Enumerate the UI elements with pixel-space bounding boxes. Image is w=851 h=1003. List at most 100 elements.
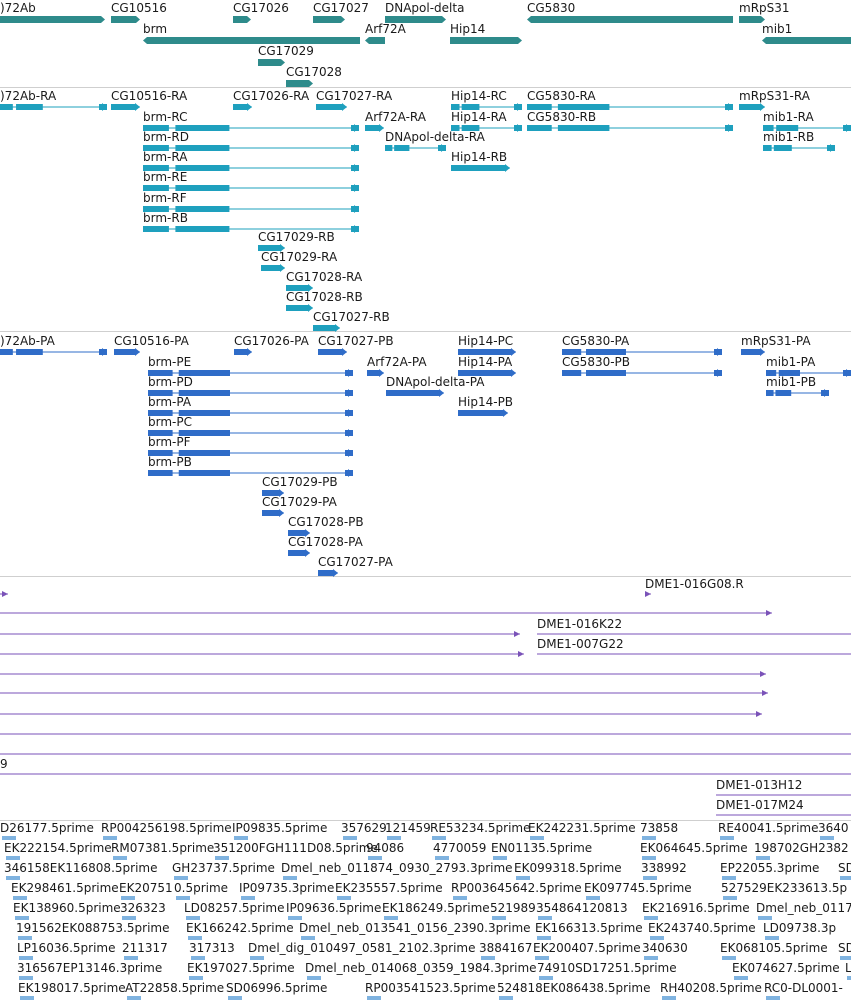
gene-dnapol-delta[interactable]: DNApol-delta xyxy=(385,1,464,23)
gene-cg10516[interactable]: CG10516 xyxy=(111,1,167,23)
clone-feature[interactable] xyxy=(0,610,772,616)
transcript-feature[interactable]: Arf72A-RA xyxy=(365,110,427,132)
protein-feature[interactable]: CG5830-PB xyxy=(562,355,722,377)
gene-cg17029[interactable]: CG17029 xyxy=(258,44,314,66)
est-feature[interactable]: 4770059 xyxy=(433,841,486,860)
clone-feature[interactable]: DME1-007G22 xyxy=(537,637,851,655)
est-feature[interactable]: EK166242.5prime xyxy=(186,921,294,940)
est-feature[interactable]: EK242231.5prime xyxy=(528,821,636,840)
clone-feature[interactable] xyxy=(0,690,768,696)
protein-feature[interactable]: CG17029-PB xyxy=(262,475,338,497)
transcript-feature[interactable]: Hip14-RB xyxy=(451,150,510,172)
est-feature[interactable]: 3640 xyxy=(818,821,849,840)
protein-feature[interactable]: brm-PA xyxy=(148,395,353,417)
transcript-feature[interactable]: CG17029-RB xyxy=(258,230,335,252)
transcript-feature[interactable]: CG5830-RB xyxy=(527,110,733,132)
transcript-feature[interactable]: DNApol-delta-RA xyxy=(385,130,486,152)
gene-cg17026[interactable]: CG17026 xyxy=(233,1,289,23)
protein-feature[interactable]: brm-PE xyxy=(148,355,353,377)
clone-feature[interactable] xyxy=(0,671,766,677)
gene-cg17027[interactable]: CG17027 xyxy=(313,1,369,23)
protein-feature[interactable]: brm-PB xyxy=(148,455,353,477)
clone-feature[interactable] xyxy=(0,711,762,717)
transcript-feature[interactable]: Hip14-RA xyxy=(451,110,522,132)
est-feature[interactable]: 521989 xyxy=(490,901,536,920)
est-feature[interactable]: 351200FGH111D08.5prime xyxy=(213,841,378,860)
est-feature[interactable]: EK216916.5prime xyxy=(642,901,750,920)
est-feature[interactable]: SD06996.5prime xyxy=(226,981,327,1000)
gene-glyph[interactable] xyxy=(313,16,345,23)
est-feature[interactable]: EK198017.5prime xyxy=(18,981,126,1000)
est-feature[interactable]: 3884167 xyxy=(479,941,532,960)
est-feature[interactable]: EK166313.5prime xyxy=(535,921,643,940)
transcript-feature[interactable]: CG17029-RA xyxy=(261,250,338,272)
est-feature[interactable]: RP003541523.5prime xyxy=(365,981,496,1000)
gene-glyph[interactable] xyxy=(143,37,360,44)
gene-glyph[interactable] xyxy=(111,16,140,23)
transcript-feature[interactable]: brm-RB xyxy=(143,211,359,233)
gene-glyph[interactable] xyxy=(739,16,765,23)
protein-feature[interactable]: CG10516-PA xyxy=(114,334,190,356)
protein-feature[interactable]: CG17028-PB xyxy=(288,515,364,537)
est-feature[interactable]: RE40041.5prime xyxy=(718,821,819,840)
est-feature[interactable]: RP003645642.5prime xyxy=(451,881,582,900)
est-feature[interactable]: 316567EP13146.3prime xyxy=(17,961,162,980)
est-feature[interactable]: EK222154.5prime xyxy=(4,841,112,860)
clone-feature[interactable]: DME1-013H12 xyxy=(716,778,851,796)
est-feature[interactable]: RH40208.5prime xyxy=(660,981,762,1000)
est-feature[interactable]: EK298461.5prime xyxy=(11,881,119,900)
est-feature[interactable]: EK097745.5prime xyxy=(584,881,692,900)
est-feature[interactable]: EK235557.5prime xyxy=(335,881,443,900)
est-feature[interactable]: Dmel_neb_0117 xyxy=(756,901,851,920)
protein-feature[interactable]: CG17027-PA xyxy=(318,555,394,577)
transcript-feature[interactable]: CG17028-RB xyxy=(286,290,363,312)
transcript-feature[interactable]: CG17028-RA xyxy=(286,270,363,292)
gene-glyph[interactable] xyxy=(385,16,446,23)
est-feature[interactable]: EK064645.5prime xyxy=(640,841,748,860)
est-feature[interactable]: Dmel_neb_011874_0930_2793.3prime xyxy=(281,861,513,880)
est-feature[interactable]: GH23737.5prime xyxy=(172,861,275,880)
transcript-feature[interactable]: CG17027-RB xyxy=(313,310,390,332)
est-feature[interactable]: Dmel_dig_010497_0581_2102.3prime xyxy=(248,941,476,960)
est-feature[interactable]: 317313 xyxy=(189,941,235,960)
gene-mib1[interactable]: mib1 xyxy=(762,22,851,44)
est-feature[interactable]: LP16036.5prime xyxy=(17,941,116,960)
est-feature[interactable]: 121459 xyxy=(385,821,431,840)
est-feature[interactable]: 191562EK088753.5prime xyxy=(16,921,169,940)
est-feature[interactable]: RE53234.5prime xyxy=(430,821,531,840)
est-feature[interactable]: 340630 xyxy=(642,941,688,960)
est-feature[interactable]: EK074627.5prime xyxy=(732,961,840,980)
transcript-feature[interactable]: brm-RF xyxy=(143,191,359,213)
est-feature[interactable]: RC0-DL0001- xyxy=(764,981,843,1000)
gene-cg9072ab[interactable]: )72Ab xyxy=(0,1,105,23)
est-feature[interactable]: 74910SD17251.5prime xyxy=(537,961,677,980)
transcript-feature[interactable]: brm-RD xyxy=(143,130,359,152)
est-feature[interactable]: EK186249.5prime xyxy=(382,901,490,920)
est-feature[interactable]: AT22858.5prime xyxy=(125,981,224,1000)
gene-glyph[interactable] xyxy=(258,59,285,66)
clone-feature[interactable]: 9 xyxy=(0,757,851,775)
protein-feature[interactable]: CG17027-PB xyxy=(318,334,394,356)
est-feature[interactable]: Dmel_neb_013541_0156_2390.3prime xyxy=(299,921,531,940)
protein-feature[interactable]: brm-PD xyxy=(148,375,353,397)
gene-brm[interactable]: brm xyxy=(143,22,360,44)
est-feature[interactable]: 94086 xyxy=(366,841,404,860)
protein-feature[interactable]: Arf72A-PA xyxy=(367,355,427,377)
est-feature[interactable]: 198702GH2382 xyxy=(754,841,849,860)
est-feature[interactable]: IP09636.5prime xyxy=(286,901,381,920)
est-feature[interactable]: L xyxy=(845,961,851,980)
est-feature[interactable]: SD xyxy=(838,861,851,880)
transcript-feature[interactable]: brm-RC xyxy=(143,110,359,132)
protein-feature[interactable]: Hip14-PC xyxy=(458,334,516,356)
est-feature[interactable]: 0.5prime xyxy=(174,881,228,900)
est-feature[interactable]: EK197027.5prime xyxy=(187,961,295,980)
protein-feature[interactable]: mib1-PB xyxy=(766,375,829,397)
clone-feature[interactable] xyxy=(0,591,8,597)
gene-cg17028[interactable]: CG17028 xyxy=(286,65,342,87)
est-feature[interactable]: 326323 xyxy=(120,901,166,920)
transcript-feature[interactable]: brm-RA xyxy=(143,150,359,172)
protein-feature[interactable]: CG5830-PA xyxy=(562,334,722,356)
gene-glyph[interactable] xyxy=(450,37,522,44)
est-feature[interactable]: EK20751 xyxy=(119,881,173,900)
